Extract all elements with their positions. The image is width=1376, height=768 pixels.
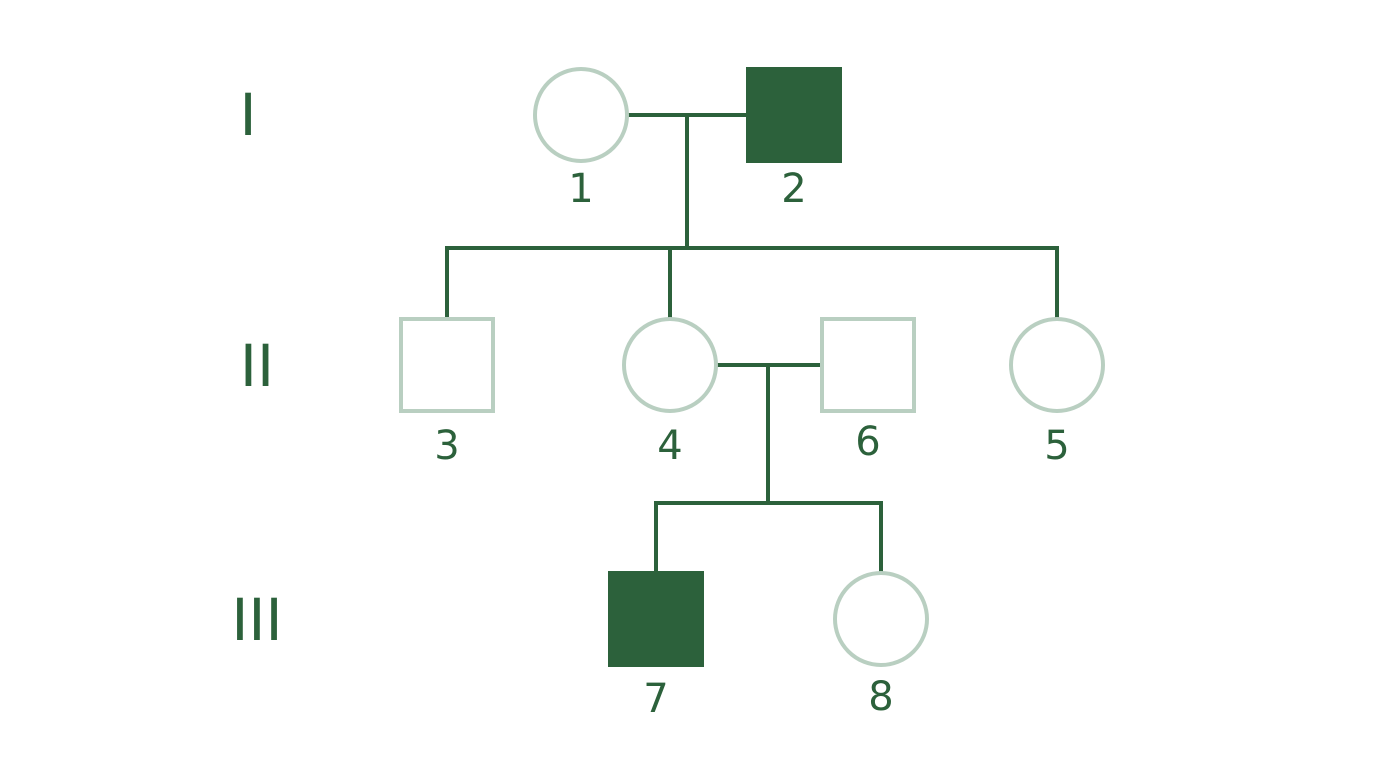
individual-7-square <box>608 571 704 667</box>
individual-label-2: 2 <box>781 166 806 212</box>
generation-label-I: I <box>239 81 256 149</box>
generation-label-III: III <box>231 586 282 654</box>
individual-label-6: 6 <box>855 419 880 465</box>
relationship-lines <box>445 113 1059 573</box>
individual-label-8: 8 <box>868 674 893 720</box>
generation-label-II: II <box>240 332 274 400</box>
individual-id-labels: 1 2 3 4 6 5 7 8 <box>434 166 1069 722</box>
individual-label-4: 4 <box>657 423 682 469</box>
individual-label-5: 5 <box>1044 423 1069 469</box>
individual-6-square <box>820 317 916 413</box>
individual-8-circle <box>833 571 929 667</box>
individual-label-3: 3 <box>434 423 459 469</box>
individual-label-7: 7 <box>643 676 668 722</box>
individual-4-circle <box>622 317 718 413</box>
individual-5-circle <box>1009 317 1105 413</box>
individual-1-circle <box>533 67 629 163</box>
individual-3-square <box>399 317 495 413</box>
individual-2-square <box>746 67 842 163</box>
individual-symbols <box>399 67 1105 667</box>
individual-label-1: 1 <box>568 166 593 212</box>
